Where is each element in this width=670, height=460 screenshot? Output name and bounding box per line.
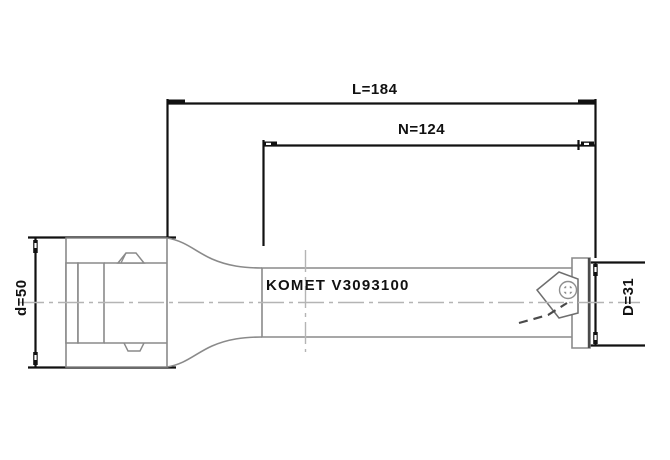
tool-engraving-text: KOMET V3093100 [266, 277, 410, 294]
dimension-label-cutting-diameter: D=31 [620, 277, 637, 316]
arrow-left-L [168, 99, 185, 104]
dimension-label-shank-diameter: d=50 [13, 279, 30, 316]
taper-top-curve [166, 237, 263, 269]
dimension-overall-length [166, 99, 597, 258]
chip-flute-line [518, 302, 568, 325]
dimension-label-overall-length: L=184 [352, 81, 398, 98]
dimension-usable-length [262, 140, 596, 246]
dimension-cutting-diameter [588, 261, 645, 347]
drive-key-notch-bottom [123, 342, 145, 352]
taper-bottom-curve [166, 336, 263, 368]
arrow-left-N-notch [266, 142, 271, 145]
arrow-right-L [578, 99, 595, 104]
arrow-bottom-d-notch [34, 355, 37, 360]
arrow-top-D-notch [594, 267, 597, 272]
arrow-right-N-notch [584, 142, 589, 145]
insert-screw-slot-h [561, 288, 575, 292]
dimension-label-usable-length: N=124 [398, 121, 446, 138]
arrow-bottom-D-notch [594, 335, 597, 340]
drive-key-edge [120, 252, 127, 264]
arrow-top-d-notch [34, 243, 37, 248]
tool-body [18, 237, 640, 368]
